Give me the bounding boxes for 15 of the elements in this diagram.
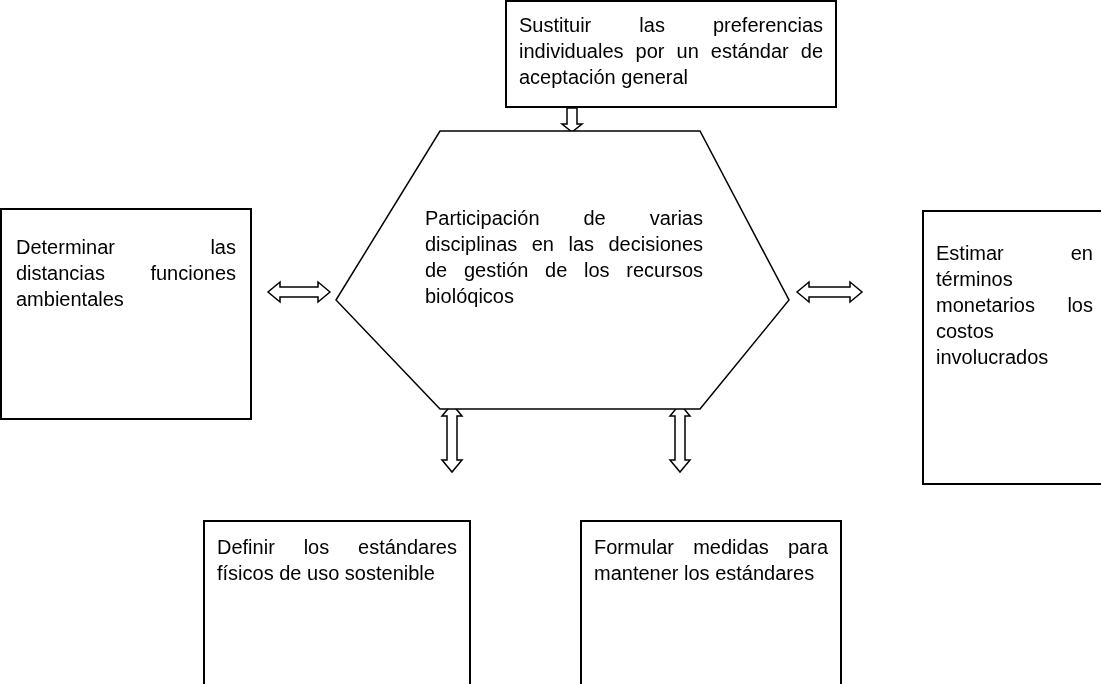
node-text: Definir los estándares físicos de uso sostenible	[217, 535, 457, 586]
central-hexagon	[335, 130, 790, 410]
node-text: Estimar en términos monetarios los costos involucrados	[936, 241, 1093, 370]
double-outline-arrow	[559, 107, 585, 133]
node-text: Sustituir las preferencias individuales por un estándar de aceptación general	[519, 13, 823, 90]
process-box	[0, 208, 252, 420]
process-box	[922, 210, 1101, 485]
double-outline-arrow	[795, 280, 864, 304]
double-outline-arrow	[266, 280, 332, 304]
process-box	[580, 520, 842, 684]
process-box	[203, 520, 471, 684]
node-text: Formular medidas para mantener los estándares	[594, 535, 828, 586]
node-text: Participación de varias disciplinas en las decisiones de gestión de los recursos biolóqicos	[425, 206, 703, 309]
process-box	[505, 0, 837, 108]
node-text: Determinar las distancias funciones ambientales	[16, 235, 236, 312]
